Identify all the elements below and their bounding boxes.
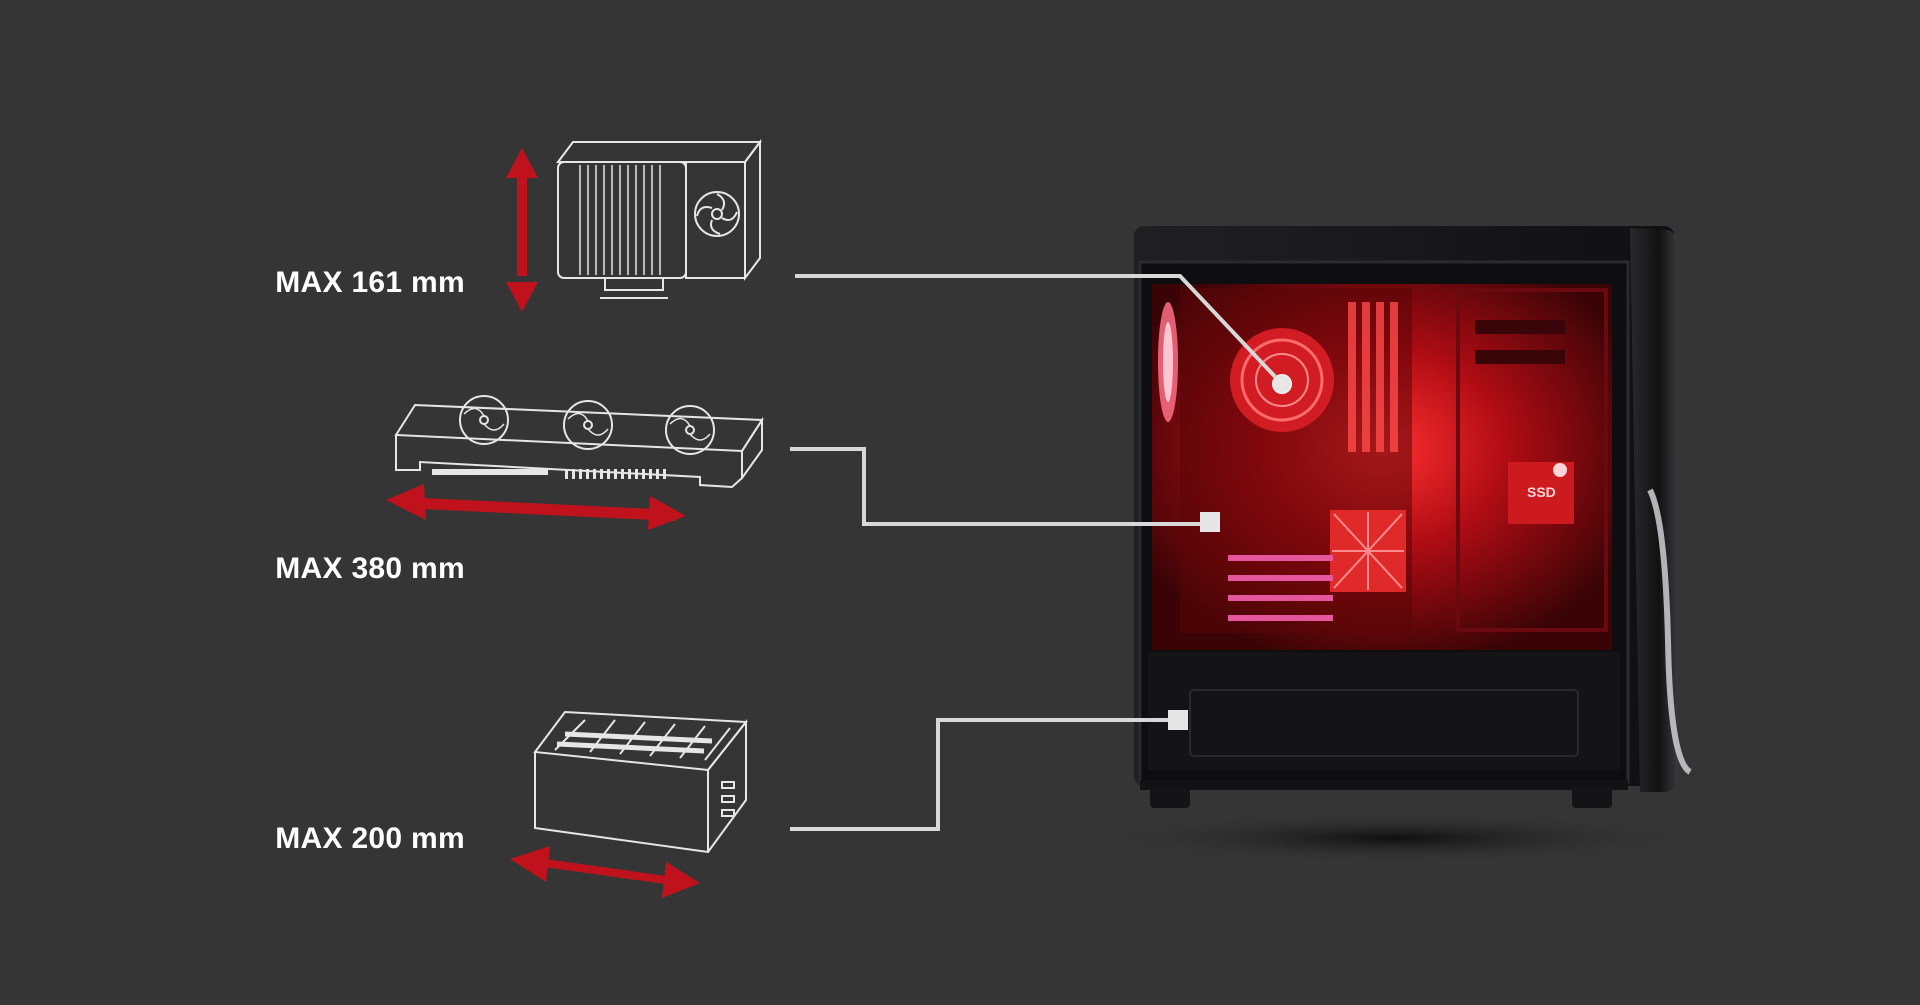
case-fan (1158, 302, 1178, 422)
ram-slots (1348, 302, 1398, 452)
gpu-length-label: MAX 380 mm (275, 552, 465, 585)
ssd-label: SSD (1527, 484, 1556, 500)
case-foot (1150, 788, 1190, 808)
height-arrow-icon (506, 148, 538, 312)
depth-arrow-icon (510, 846, 700, 898)
cooler-height-label: MAX 161 mm (275, 266, 465, 299)
length-arrow-icon (386, 484, 686, 530)
power-supply-icon (533, 710, 748, 854)
case-foot (1572, 788, 1612, 808)
graphics-card-icon (394, 395, 764, 489)
pci-slots (1228, 555, 1333, 621)
leader-line-cooler (795, 274, 1291, 393)
leader-line-gpu (790, 447, 1220, 532)
chipset-heatsink (1330, 510, 1406, 592)
cpu-cooler-icon (556, 139, 762, 299)
leader-line-psu (790, 710, 1188, 831)
floor-shadow (1095, 812, 1695, 864)
gpu-bracket-slots (432, 469, 666, 479)
psu-shroud (1148, 652, 1620, 770)
psu-length-label: MAX 200 mm (275, 822, 465, 855)
drive-bay: SSD (1456, 288, 1608, 632)
